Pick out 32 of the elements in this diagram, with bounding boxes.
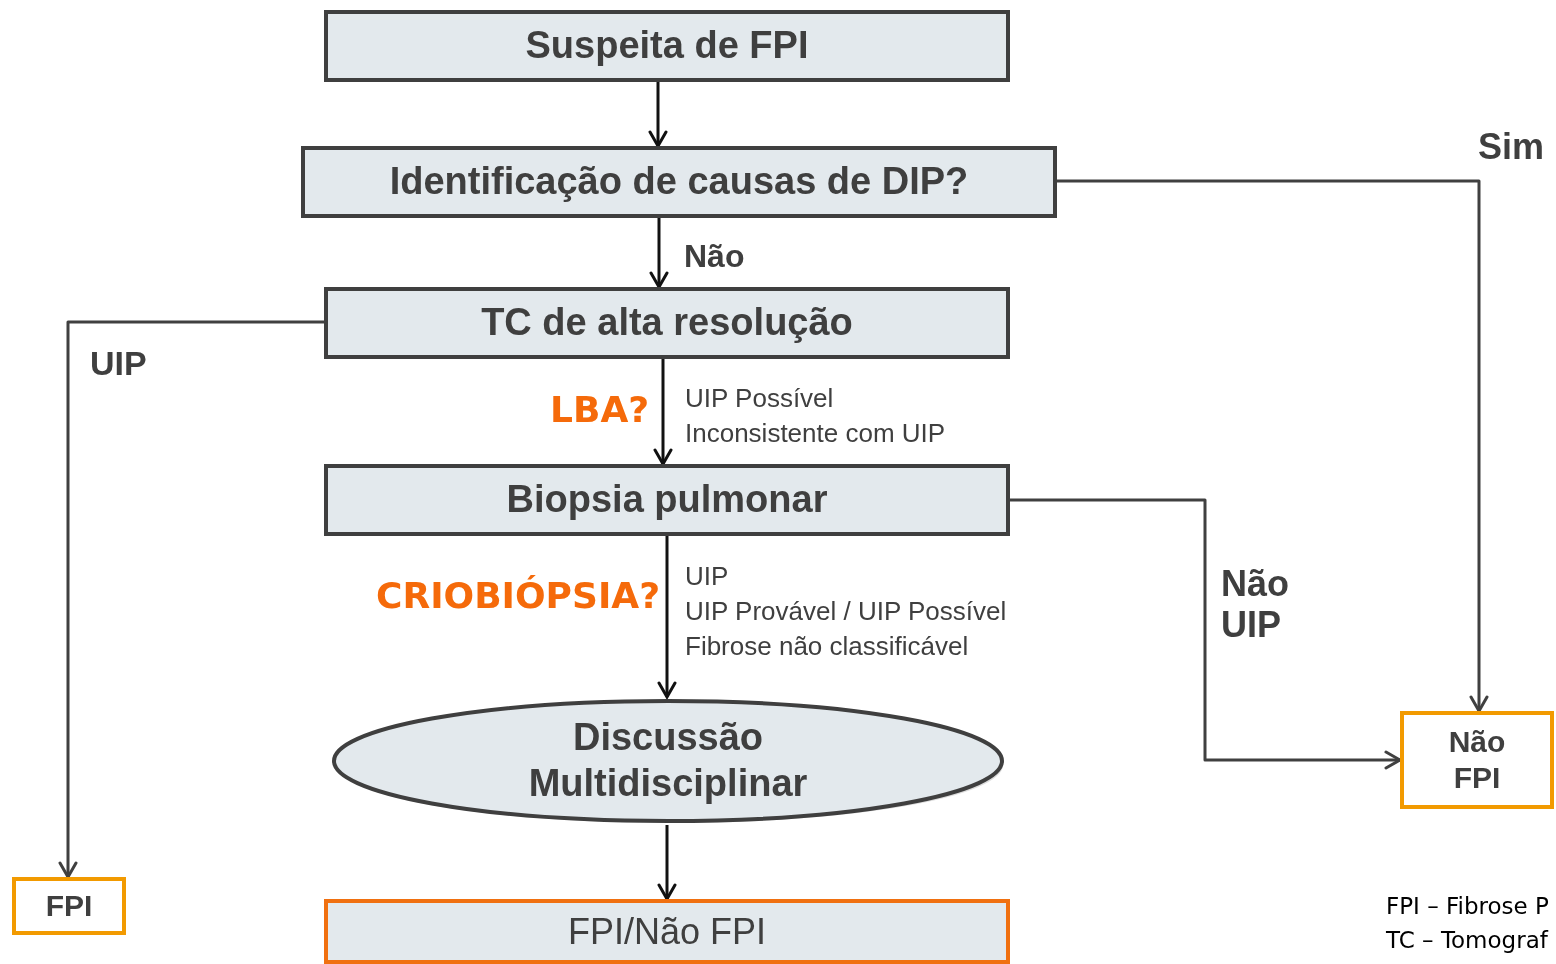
node-label: Biopsia pulmonar	[506, 477, 828, 523]
option-text: UIP	[685, 562, 729, 591]
option-text: UIP Possível	[685, 384, 834, 413]
process-box	[324, 10, 1010, 82]
arrow	[657, 536, 677, 699]
process-box	[324, 287, 1010, 359]
discussion-ellipse	[330, 697, 1006, 825]
arrow	[648, 82, 668, 148]
arrow	[1057, 179, 1489, 713]
outcome-box	[12, 877, 126, 935]
arrow	[1010, 498, 1402, 770]
process-box	[324, 464, 1010, 536]
option-text: Inconsistente com UIP	[685, 419, 946, 448]
arrow	[649, 218, 669, 289]
result-box	[324, 899, 1010, 964]
node-label: Identificação de causas de DIP?	[389, 159, 969, 205]
outcome-box	[1400, 711, 1554, 809]
arrow	[657, 825, 677, 901]
node-label: FPI	[45, 888, 93, 924]
option-text: Fibrose não classificável	[685, 632, 969, 661]
node-label: Não FPI	[1447, 724, 1507, 796]
legend-note: TC – Tomograf	[1386, 928, 1548, 954]
node-label: FPI/Não FPI	[567, 909, 767, 954]
node-label: TC de alta resolução	[481, 300, 853, 346]
legend-note: FPI – Fibrose P	[1386, 894, 1549, 920]
arrow	[653, 359, 673, 466]
option-text: UIP Provável / UIP Possível	[685, 597, 1007, 626]
arrow	[58, 320, 324, 879]
node-label: Discussão Multidisciplinar	[527, 715, 809, 806]
node-label: Suspeita de FPI	[525, 23, 809, 69]
decision-box	[301, 146, 1057, 218]
edge-label: Não UIP	[1221, 563, 1290, 646]
